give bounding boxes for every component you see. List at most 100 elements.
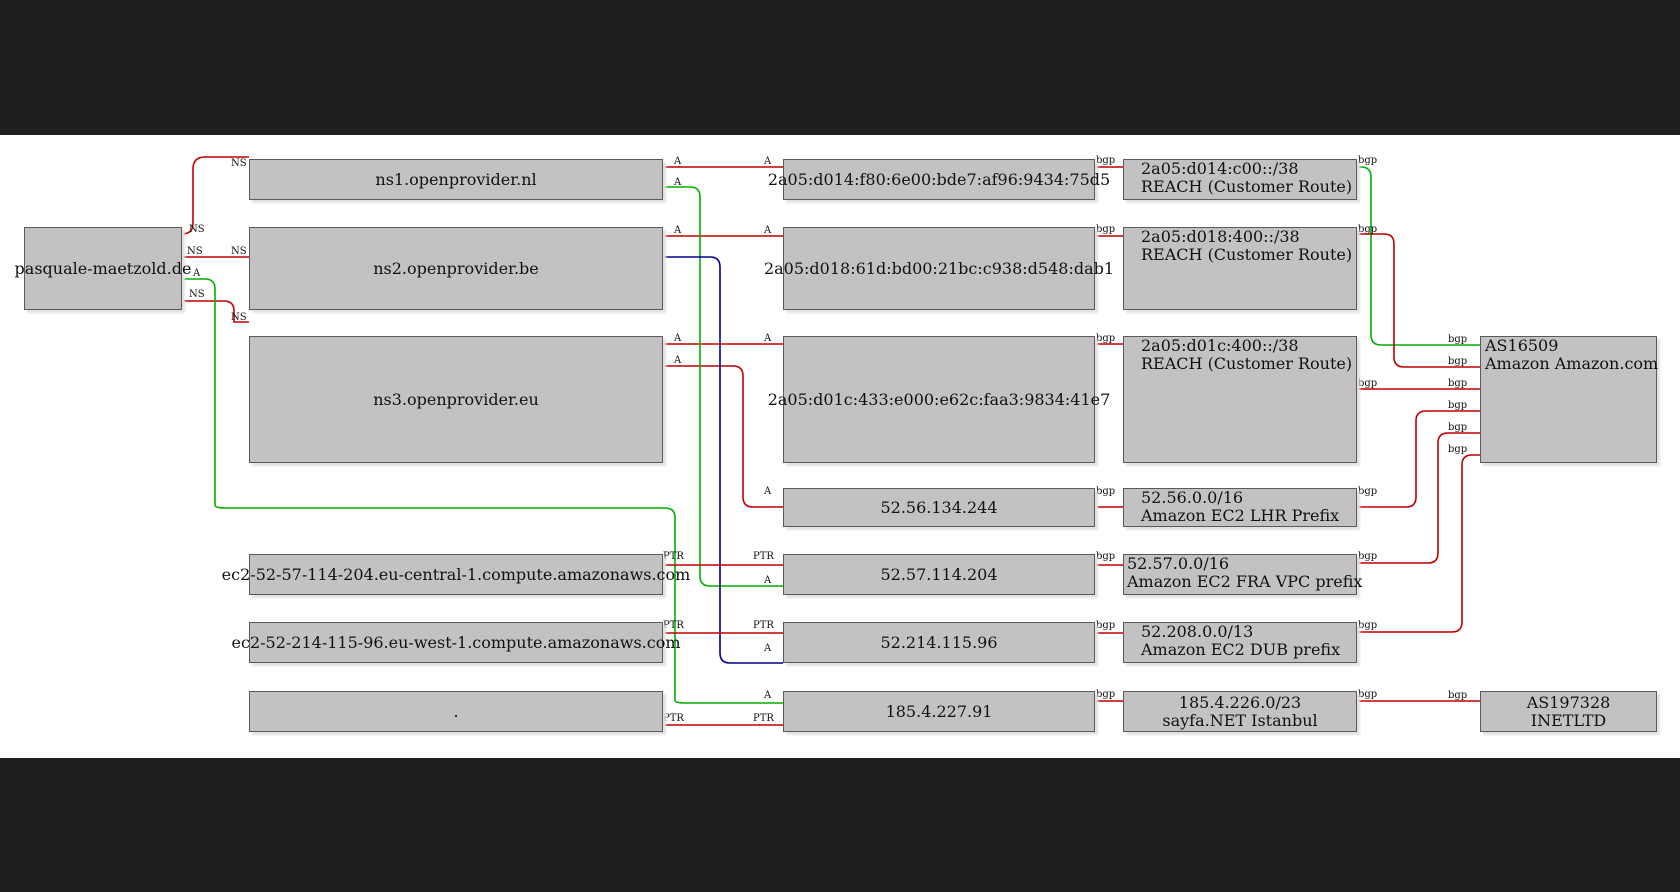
node-ip6-1[interactable]: 2a05:d014:f80:6e00:bde7:af96:9434:75d5 (768, 159, 1110, 200)
edge-label-bgp: bgp (1096, 689, 1115, 700)
edge-label-bgp: bgp (1358, 155, 1377, 166)
edge-label-ns: NS (189, 289, 205, 300)
as-name: INETLTD (1530, 710, 1607, 730)
edge-label-bgp: bgp (1448, 422, 1467, 433)
edge-label-bgp: bgp (1448, 400, 1467, 411)
prefix-owner: Amazon EC2 LHR Prefix (1141, 506, 1340, 525)
edge-label-ptr: PTR (753, 713, 774, 724)
edge-as-pfx6-1 (1357, 166, 1480, 346)
prefix-owner: sayfa.NET Istanbul (1162, 710, 1318, 730)
edge-ns1-ip4-2 (663, 186, 783, 587)
edge-label-bgp: bgp (1096, 155, 1115, 166)
prefix-cidr: 52.208.0.0/13 (1141, 622, 1254, 641)
edge-label-ns: NS (231, 312, 247, 323)
prefix-cidr: 185.4.226.0/23 (1178, 692, 1302, 712)
edge-label-ns: NS (231, 158, 247, 169)
node-ip6-3[interactable]: 2a05:d01c:433:e000:e62c:faa3:9834:41e7 (768, 336, 1110, 463)
edge-as-pfx4-3 (1357, 454, 1480, 633)
node-prefix6-2[interactable]: 2a05:d018:400::/38 REACH (Customer Route… (1123, 227, 1357, 310)
node-prefix4-2[interactable]: 52.57.0.0/16 Amazon EC2 FRA VPC prefix (1123, 554, 1362, 595)
node-ip4-3[interactable]: 52.214.115.96 (783, 622, 1095, 663)
node-prefix6-3[interactable]: 2a05:d01c:400::/38 REACH (Customer Route… (1123, 336, 1357, 463)
node-ip4-4[interactable]: 185.4.227.91 (783, 691, 1095, 732)
edge-label-bgp: bgp (1096, 551, 1115, 562)
edge-label-bgp: bgp (1448, 334, 1467, 345)
edge-label-bgp: bgp (1358, 551, 1377, 562)
as-name: Amazon Amazon.com (1485, 354, 1659, 373)
prefix-owner: Amazon EC2 FRA VPC prefix (1127, 572, 1363, 591)
edge-domain-a (182, 278, 783, 704)
prefix-cidr: 2a05:d018:400::/38 (1141, 227, 1300, 246)
node-as-197328[interactable]: AS197328 INETLTD (1480, 691, 1657, 732)
edge-label-ns: NS (189, 224, 205, 235)
node-ip4-2[interactable]: 52.57.114.204 (783, 554, 1095, 595)
edge-label-ns: NS (187, 246, 203, 257)
as-number: AS197328 (1526, 692, 1611, 712)
node-domain[interactable]: pasquale-maetzold.de (15, 227, 191, 310)
node-prefix4-1[interactable]: 52.56.0.0/16 Amazon EC2 LHR Prefix (1123, 488, 1357, 527)
edge-label-bgp: bgp (1358, 620, 1377, 631)
edge-label-bgp: bgp (1448, 444, 1467, 455)
node-ns1[interactable]: ns1.openprovider.nl (249, 159, 663, 200)
prefix-owner: REACH (Customer Route) (1141, 354, 1353, 373)
node-as-16509[interactable]: AS16509 Amazon Amazon.com (1480, 336, 1659, 463)
node-ns2[interactable]: ns2.openprovider.be (249, 227, 663, 310)
edge-ns2-ip4-3 (663, 256, 783, 664)
edge-label-a: A (192, 268, 201, 279)
edge-label-bgp: bgp (1448, 356, 1467, 367)
node-ptr3[interactable]: . (249, 691, 663, 732)
edge-label-ptr: PTR (663, 713, 684, 724)
edge-label-a: A (673, 156, 682, 167)
edge-label-bgp: bgp (1358, 224, 1377, 235)
edge-label-bgp: bgp (1448, 690, 1467, 701)
node-ns3[interactable]: ns3.openprovider.eu (249, 336, 663, 463)
node-ptr2[interactable]: ec2-52-214-115-96.eu-west-1.compute.amaz… (232, 622, 681, 663)
edge-label-a: A (763, 333, 772, 344)
edge-label-a: A (763, 486, 772, 497)
edge-label-bgp: bgp (1096, 333, 1115, 344)
edge-label-a: A (763, 690, 772, 701)
edge-label-ns: NS (231, 246, 247, 257)
node-ptr1[interactable]: ec2-52-57-114-204.eu-central-1.compute.a… (222, 554, 690, 595)
prefix-owner: REACH (Customer Route) (1141, 177, 1353, 196)
as-number: AS16509 (1485, 336, 1559, 355)
prefix-cidr: 2a05:d014:c00::/38 (1141, 159, 1299, 178)
edge-as-pfx6-2 (1357, 233, 1480, 368)
prefix-owner: Amazon EC2 DUB prefix (1141, 640, 1341, 659)
edge-as-pfx4-2 (1357, 432, 1480, 564)
node-prefix6-1[interactable]: 2a05:d014:c00::/38 REACH (Customer Route… (1123, 159, 1357, 200)
edge-label-a: A (673, 333, 682, 344)
edge-label-a: A (763, 225, 772, 236)
edge-layer: NS NS NS NS NS NS A A A A A A A A A A A … (181, 155, 1480, 726)
edge-label-ptr: PTR (753, 551, 774, 562)
edge-label-bgp: bgp (1096, 224, 1115, 235)
edge-label-a: A (673, 225, 682, 236)
node-ip4-1[interactable]: 52.56.134.244 (783, 488, 1095, 527)
node-ip6-2[interactable]: 2a05:d018:61d:bd00:21bc:c938:d548:dab1 (764, 227, 1114, 310)
edge-label-a: A (673, 355, 682, 366)
prefix-cidr: 52.57.0.0/16 (1127, 554, 1230, 573)
edge-label-a: A (763, 156, 772, 167)
edge-label-bgp: bgp (1358, 486, 1377, 497)
edge-label-ptr: PTR (663, 620, 684, 631)
edge-label-bgp: bgp (1096, 620, 1115, 631)
edge-label-bgp: bgp (1096, 486, 1115, 497)
edge-label-bgp: bgp (1358, 378, 1377, 389)
dns-graph-canvas: NS NS NS NS NS NS A A A A A A A A A A A … (0, 135, 1680, 758)
edge-ns3 (182, 300, 249, 323)
edge-ns1 (181, 156, 249, 235)
edge-label-bgp: bgp (1358, 689, 1377, 700)
edge-label-a: A (673, 177, 682, 188)
prefix-cidr: 52.56.0.0/16 (1141, 488, 1244, 507)
edge-label-ptr: PTR (753, 620, 774, 631)
edge-label-a: A (763, 643, 772, 654)
node-prefix4-4[interactable]: 185.4.226.0/23 sayfa.NET Istanbul (1123, 691, 1357, 732)
edge-label-a: A (763, 575, 772, 586)
edge-ns3-ip4-1 (663, 365, 783, 508)
node-prefix4-3[interactable]: 52.208.0.0/13 Amazon EC2 DUB prefix (1123, 622, 1357, 663)
prefix-owner: REACH (Customer Route) (1141, 245, 1353, 264)
prefix-cidr: 2a05:d01c:400::/38 (1141, 336, 1299, 355)
edge-label-ptr: PTR (663, 551, 684, 562)
edge-as-pfx4-1 (1357, 410, 1480, 508)
edge-label-bgp: bgp (1448, 378, 1467, 389)
